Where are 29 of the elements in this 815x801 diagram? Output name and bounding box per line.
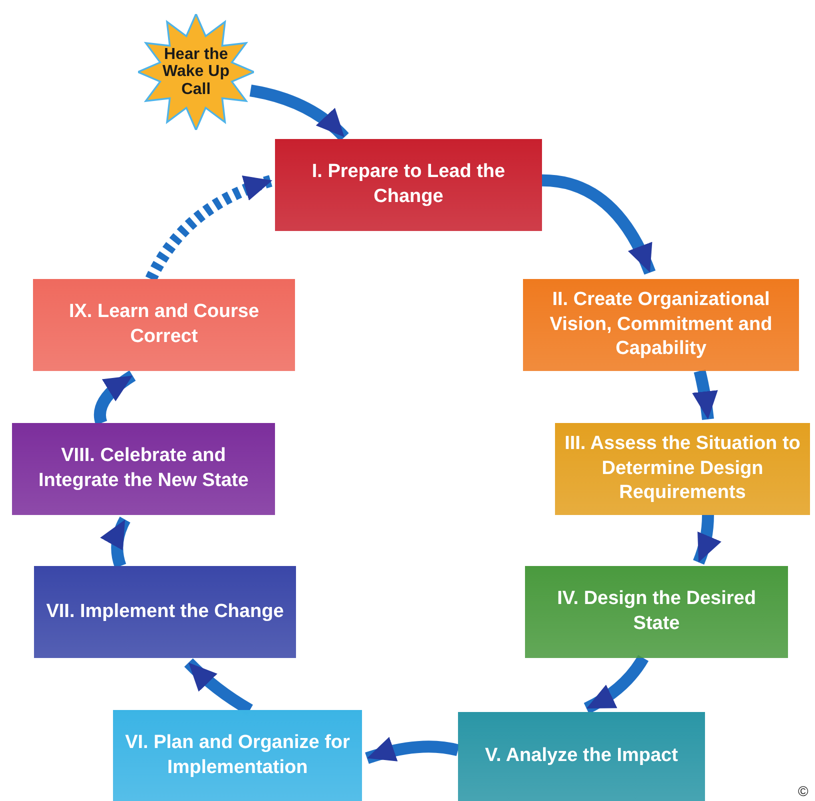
step-box <box>525 566 788 658</box>
step-box <box>12 423 275 515</box>
step-box <box>33 279 295 371</box>
step-label: II. Create Organizational Vision, Commitment and Capability <box>548 288 774 362</box>
step-label: VI. Plan and Organize for Implementation <box>124 730 351 780</box>
step-label: VII. Implement the Change <box>46 600 284 624</box>
copyright-mark: © <box>798 783 808 799</box>
step-label: VIII. Celebrate and Integrate the New State <box>37 444 250 493</box>
step-label: V. Analyze the Impact <box>485 744 678 768</box>
step-label: IV. Design the Desired State <box>556 587 757 636</box>
step-label: IX. Learn and Course Correct <box>68 300 260 349</box>
step-label: III. Assess the Situation to Determine Design Requirements <box>564 432 802 506</box>
starburst <box>138 14 254 130</box>
star-label: Hear the Wake Up Call <box>162 46 230 98</box>
curved-arrow <box>100 516 130 568</box>
step-box <box>113 710 362 801</box>
curved-arrow <box>94 370 136 425</box>
curved-arrow <box>249 84 349 142</box>
step-box <box>458 712 705 801</box>
curved-arrow <box>542 174 656 275</box>
curved-arrow <box>692 370 718 420</box>
step-box <box>555 423 810 515</box>
step-label: I. Prepare to Lead the Change <box>310 160 506 209</box>
curved-arrow <box>693 514 722 565</box>
step-box <box>34 566 296 658</box>
step-box <box>523 279 799 371</box>
step-box <box>275 139 542 231</box>
curved-arrow <box>146 174 274 282</box>
curved-arrow <box>365 737 460 764</box>
